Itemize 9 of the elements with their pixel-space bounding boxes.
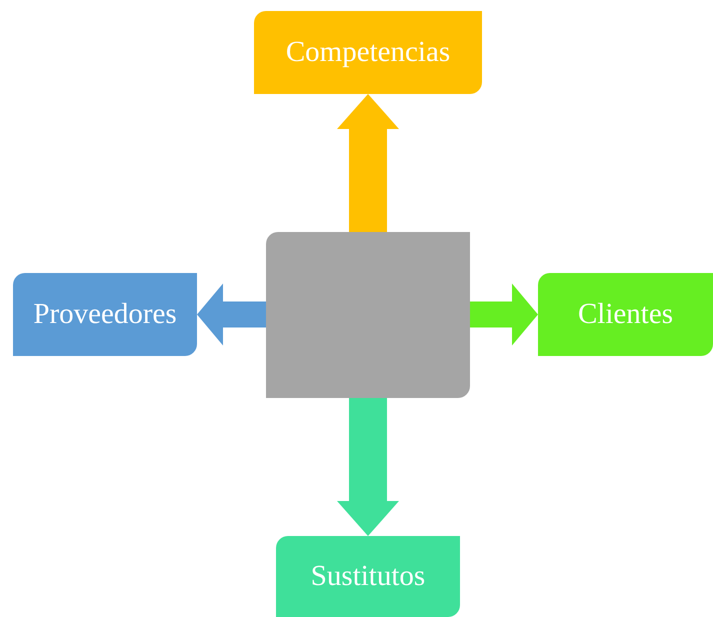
text-box: Sustitutos (276, 536, 460, 617)
block-arrow (197, 284, 266, 346)
block-arrow (337, 398, 399, 536)
text-box: Proveedores (13, 273, 197, 356)
text-box: Competencias (254, 11, 482, 94)
block-arrow (337, 94, 399, 232)
block-arrow (470, 284, 538, 346)
box-shape (266, 232, 470, 398)
text-box: Clientes (538, 273, 713, 356)
